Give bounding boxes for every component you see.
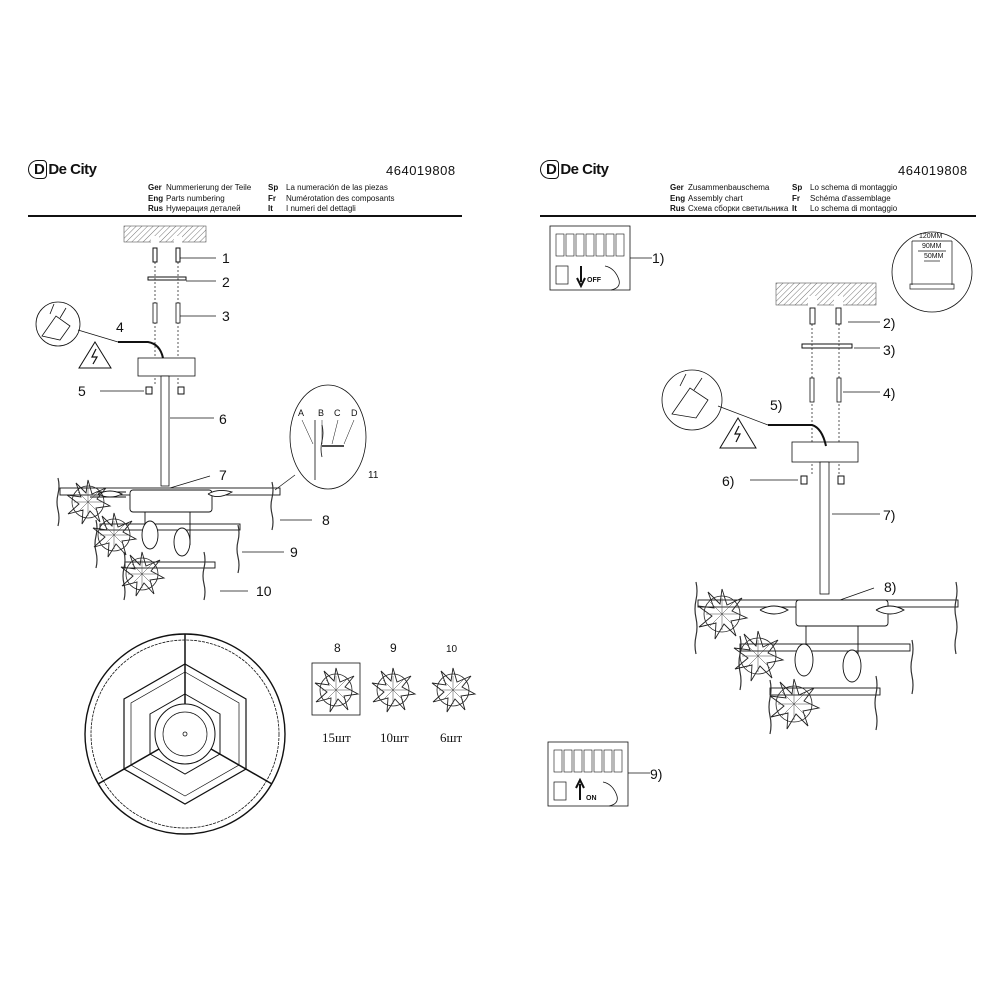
dimension-50mm: 50MM: [924, 253, 944, 260]
callout-9: 9: [290, 544, 298, 560]
crystal-9: [733, 630, 784, 682]
crystal-set-number-10: 10: [446, 644, 458, 655]
mounting-plate: [801, 343, 853, 349]
callout-1: 1: [222, 250, 230, 266]
callout-5: 5: [78, 383, 86, 399]
ceiling-block: [123, 225, 207, 243]
arrow-down-icon: [576, 266, 586, 289]
canopy: [137, 357, 196, 377]
step-2: 2): [883, 315, 895, 331]
wiring-detail-circle: [35, 301, 81, 347]
detail-letter-d: D: [351, 408, 358, 418]
crystal-set-qty-10: 6шт: [440, 730, 463, 745]
drop-rods: [694, 581, 958, 735]
nut: [837, 475, 845, 485]
callout-10: 10: [256, 583, 272, 599]
nut: [800, 475, 808, 485]
screw-pair: [809, 377, 842, 403]
callout-7: 7: [219, 467, 227, 483]
header-rule: [28, 215, 462, 217]
crystal-set-number-9: 9: [390, 641, 397, 655]
crystal-set-qty-9: 10шт: [380, 730, 409, 745]
switch-on-label: ON: [586, 795, 597, 802]
ceiling-hole: [151, 236, 159, 244]
arrow-up-icon: [575, 777, 585, 800]
brand-name: De City: [560, 161, 609, 178]
dowel-pair: [152, 247, 181, 263]
drop-rods: [56, 477, 274, 601]
electric-hazard-icon: [78, 341, 112, 369]
crystal-set-qty-8: 15шт: [322, 730, 351, 745]
assembly-diagram: OFF 1) 120MM 90MM 50MM 2) 3): [547, 225, 973, 807]
step-3: 3): [883, 342, 895, 358]
callout-4: 4: [116, 319, 124, 335]
callout-8: 8: [322, 512, 330, 528]
detail-letter-b: B: [318, 408, 324, 418]
callout-3: 3: [222, 308, 230, 324]
detail-11-circle: [289, 384, 367, 490]
dimension-90mm: 90MM: [922, 243, 942, 250]
wire-hook: [768, 424, 827, 447]
detail-letter-a: A: [298, 408, 304, 418]
stem-rod: [160, 375, 170, 487]
ceiling-block: [775, 282, 877, 306]
screw-pair: [152, 302, 181, 324]
step-5: 5): [770, 397, 782, 413]
ceiling-hole: [174, 236, 182, 244]
step-9: 9): [650, 766, 662, 782]
step-4: 4): [883, 385, 895, 401]
electric-hazard-icon: [719, 417, 757, 449]
crystal-10: [120, 551, 165, 597]
step-6: 6): [722, 473, 734, 489]
mounting-plate: [147, 276, 187, 281]
crystal-8: [697, 588, 748, 640]
wiring-detail-circle: [661, 369, 723, 431]
step-1: 1): [652, 250, 664, 266]
detail-letter-c: C: [334, 408, 341, 418]
document-number: 464019808: [386, 163, 456, 178]
crystal-sample-9: [371, 667, 416, 713]
callout-2: 2: [222, 274, 230, 290]
step-8: 8): [884, 579, 896, 595]
callout-11: 11: [368, 470, 379, 481]
chandelier-frame: [697, 599, 959, 696]
wire-hook: [118, 341, 164, 359]
dimension-120mm: 120MM: [919, 233, 943, 240]
crystal-10: [769, 678, 820, 730]
parts-diagram: A B C D 1 2 3 4 5 6 7 8 9 10 11: [35, 225, 476, 835]
brand-name: De City: [48, 161, 97, 178]
stem-rod: [819, 461, 830, 595]
switch-off-label: OFF: [587, 277, 602, 284]
crystal-sample-10: [431, 667, 476, 713]
dowel-pair: [809, 307, 842, 325]
step-7: 7): [883, 507, 895, 523]
nut: [145, 386, 153, 395]
chandelier-top-view: [84, 633, 286, 835]
crystal-set-number-8: 8: [334, 641, 341, 655]
callout-6: 6: [219, 411, 227, 427]
document-number: 464019808: [898, 163, 968, 178]
nut: [177, 386, 185, 395]
header-rule: [540, 215, 976, 217]
